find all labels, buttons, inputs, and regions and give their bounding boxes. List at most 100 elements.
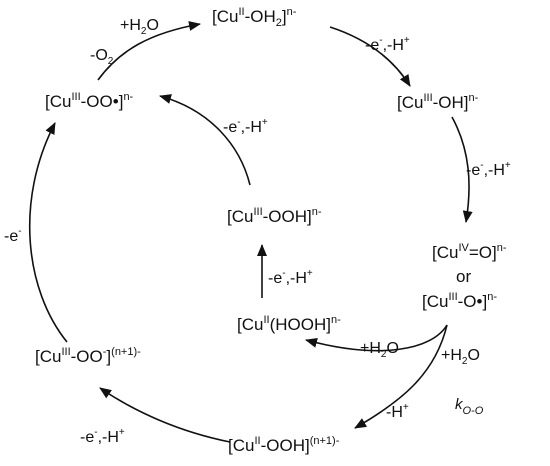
formula-text: -e xyxy=(223,119,237,136)
formula-text: -e xyxy=(365,37,379,54)
superscript: + xyxy=(262,117,268,128)
superscript: + xyxy=(119,427,125,438)
species-cu4-o: [CuIV=O]n- xyxy=(432,242,507,262)
superscript: III xyxy=(253,206,262,218)
or-label: or xyxy=(456,267,471,286)
formula-text: [Cu xyxy=(212,7,238,26)
superscript: - xyxy=(94,427,97,438)
superscript: + xyxy=(403,402,409,413)
reagent-pcet-upper-right: -e-,-H+ xyxy=(365,35,410,54)
arrow-cu3-o-to-cu2-hooh xyxy=(305,324,448,352)
superscript: + xyxy=(505,160,511,171)
subscript: 2 xyxy=(276,17,282,29)
formula-text: ,-H xyxy=(98,429,119,446)
formula-text: -OOH] xyxy=(263,207,312,226)
arrow-cu2-oh2-to-cu3-oh xyxy=(329,26,411,87)
reagent-pcet-inner-top: -e-,-H+ xyxy=(223,117,268,136)
formula-text: =O] xyxy=(469,243,497,262)
superscript: + xyxy=(307,268,313,279)
superscript: (n+1)- xyxy=(111,346,141,358)
superscript: III xyxy=(71,91,80,103)
species-cu2-ooh-n1: [CuII-OOH](n+1)- xyxy=(228,435,340,455)
subscript: 2 xyxy=(462,356,468,367)
species-cu3-oo-radical: [CuIII-OO•]n- xyxy=(45,91,134,111)
species-cu3-ooh: [CuIII-OOH]n- xyxy=(227,206,322,226)
superscript: n- xyxy=(287,6,297,18)
formula-text: -OH xyxy=(245,7,276,26)
formula-text: [Cu xyxy=(45,92,71,111)
superscript: + xyxy=(404,35,410,46)
formula-text: -OOH] xyxy=(261,436,310,455)
superscript: - xyxy=(282,268,285,279)
superscript: - xyxy=(379,35,382,46)
arrow-cu2-oohn1-to-cu3-oo-minus xyxy=(99,387,231,443)
formula-text: -e xyxy=(4,228,18,245)
arrow-cu3-o-to-cu2-oohn1 xyxy=(354,324,448,429)
formula-text: [Cu xyxy=(227,207,253,226)
formula-text: ,-H xyxy=(484,162,505,179)
species-cu3-oo-minus: [CuIII-OO-](n+1)- xyxy=(35,346,141,366)
formula-text: O xyxy=(386,340,398,357)
rate-constant-k-oo: kO-O xyxy=(455,396,484,417)
superscript: n- xyxy=(469,92,479,104)
formula-text: +H xyxy=(360,340,381,357)
formula-text: +H xyxy=(120,17,141,34)
reagent-plus-h2o-right: +H2O xyxy=(441,347,480,367)
superscript: (n+1)- xyxy=(310,435,340,447)
formula-text: [Cu xyxy=(228,436,254,455)
formula-text: [Cu xyxy=(432,243,458,262)
arrow-cu3-oh-to-cu4-o xyxy=(451,116,473,223)
species-cu2-hooh: [CuII(HOOH]n- xyxy=(237,314,341,334)
superscript: - xyxy=(103,346,107,358)
reagent-minus-e-left: -e- xyxy=(4,226,22,245)
superscript: II xyxy=(254,435,260,447)
formula-text: -H xyxy=(386,404,403,421)
superscript: - xyxy=(18,226,21,237)
reagent-pcet-right: -e-,-H+ xyxy=(466,160,511,179)
arrow-cu3-oo-minus-to-cu3-ooradical xyxy=(28,122,68,343)
formula-text: +H xyxy=(441,347,462,364)
superscript: III xyxy=(448,291,457,303)
superscript: - xyxy=(237,117,240,128)
species-cu2-oh2: [CuII-OH2]n- xyxy=(212,6,297,29)
superscript: IV xyxy=(458,242,469,254)
superscript: n- xyxy=(497,242,507,254)
formula-text: -OO•] xyxy=(81,92,124,111)
reagent-plus-h2o-top: +H2O xyxy=(120,17,159,37)
formula-text: -OH] xyxy=(433,93,469,112)
arrow-cu3-ooh-to-cu3-ooradical xyxy=(159,94,251,186)
formula-text: ,-H xyxy=(286,270,307,287)
formula-text: O xyxy=(467,347,479,364)
superscript: n- xyxy=(123,91,133,103)
formula-text: [Cu xyxy=(422,292,448,311)
superscript: III xyxy=(423,92,432,104)
reagent-minus-o2: -O2 xyxy=(90,47,114,67)
formula-text: -e xyxy=(80,429,94,446)
superscript: n- xyxy=(312,206,322,218)
formula-text: [Cu xyxy=(237,315,263,334)
arrow-cu3-ooradical-to-cu2-oh2 xyxy=(97,21,201,81)
formula-text: -O•] xyxy=(458,292,488,311)
formula-text: -e xyxy=(466,162,480,179)
formula-text: ,-H xyxy=(383,37,404,54)
superscript: III xyxy=(61,346,70,358)
reagent-pcet-bottom: -e-,-H+ xyxy=(80,427,125,446)
formula-text: -OO xyxy=(71,347,103,366)
superscript: II xyxy=(263,314,269,326)
superscript: n- xyxy=(331,314,341,326)
subscript: 2 xyxy=(381,349,387,360)
superscript: II xyxy=(238,6,244,18)
formula-text: -e xyxy=(268,270,282,287)
formula-text: ] xyxy=(282,7,287,26)
reagent-pcet-inner-mid: -e-,-H+ xyxy=(268,268,313,287)
subscript: 2 xyxy=(141,26,147,37)
formula-text: O xyxy=(146,17,158,34)
formula-text: [Cu xyxy=(397,93,423,112)
formula-text: ,-H xyxy=(241,119,262,136)
reagent-minus-h-plus: -H+ xyxy=(386,402,409,421)
formula-text: (HOOH] xyxy=(270,315,331,334)
reagent-plus-h2o-inner: +H2O xyxy=(360,340,399,360)
species-cu3-o-radical: [CuIII-O•]n- xyxy=(422,291,497,311)
species-cu3-oh: [CuIII-OH]n- xyxy=(397,92,479,112)
